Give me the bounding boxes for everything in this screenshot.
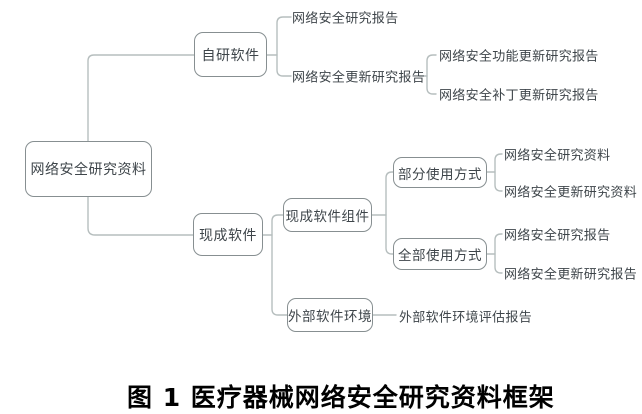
connector-selfdev-children [276,16,292,77]
node-partial-use-mode: 部分使用方式 [393,157,487,188]
leaf-security-research-report: 网络安全研究报告 [292,11,399,27]
leaf-partial-research-materials: 网络安全研究资料 [504,148,611,164]
figure-caption: 图 1 医疗器械网络安全研究资料框架 [127,383,555,412]
connector-root-selfdev [87,54,195,142]
node-root-cybersecurity-materials: 网络安全研究资料 [25,141,152,197]
node-full-use-mode: 全部使用方式 [393,238,487,270]
leaf-patch-update-report: 网络安全补丁更新研究报告 [439,88,599,104]
connector-partial-children [494,153,503,192]
leaf-partial-update-materials: 网络安全更新研究资料 [504,185,638,201]
leaf-full-update-report: 网络安全更新研究报告 [504,267,638,283]
leaf-function-update-report: 网络安全功能更新研究报告 [439,49,599,65]
leaf-security-update-research-report: 网络安全更新研究报告 [292,70,426,86]
connector-root-ots [87,196,194,236]
node-ots-software-components: 现成软件组件 [283,198,372,232]
node-offtheshelf-software: 现成软件 [193,213,263,256]
connector-comp-children [385,171,394,255]
node-self-developed-software: 自研软件 [194,32,267,77]
connector-full-children [494,233,503,274]
leaf-full-research-report: 网络安全研究报告 [504,228,611,244]
leaf-environment-assessment-report: 外部软件环境评估报告 [399,310,533,326]
connector-update-children [426,54,437,95]
node-external-software-environment: 外部软件环境 [287,298,373,332]
connector-ots-children [271,214,288,316]
